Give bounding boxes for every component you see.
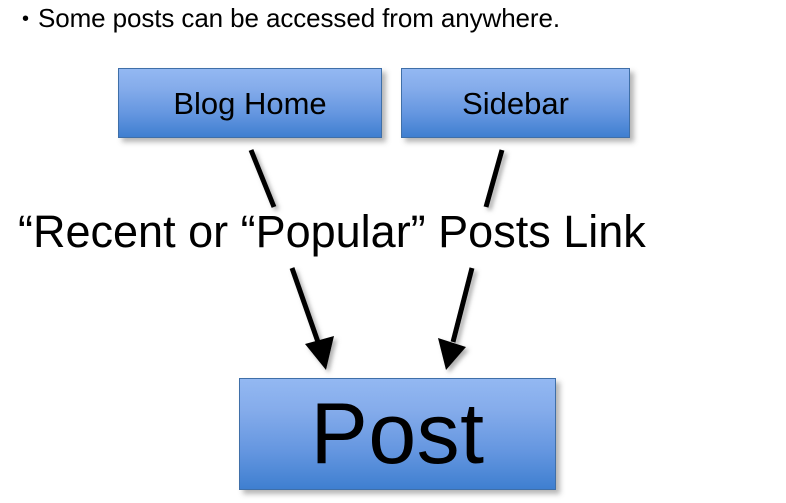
caption-recent-or-popular-posts-link: “Recent or “Popular” Posts Link: [18, 206, 646, 257]
node-sidebar-label: Sidebar: [462, 85, 569, 121]
arrow-sidebar-to-post-upper-segment: [483, 149, 505, 208]
arrow-sidebar-to-post-head: [438, 338, 466, 370]
arrow-blog-home-to-post-upper-segment: [248, 149, 277, 208]
arrow-sidebar-to-post: [438, 149, 505, 370]
node-sidebar[interactable]: Sidebar: [401, 68, 630, 138]
arrow-blog-home-to-post-head: [305, 336, 334, 370]
arrow-blog-home-to-post: [248, 149, 334, 370]
arrow-sidebar-to-post-lower-segment: [450, 267, 475, 343]
node-blog-home[interactable]: Blog Home: [118, 68, 382, 138]
node-post-label: Post: [310, 386, 485, 482]
arrow-blog-home-to-post-lower-segment: [289, 267, 321, 343]
node-post[interactable]: Post: [239, 378, 556, 490]
bullet-text: Some posts can be accessed from anywhere…: [38, 3, 560, 33]
bullet-line: • Some posts can be accessed from anywhe…: [22, 4, 782, 33]
node-blog-home-label: Blog Home: [173, 85, 327, 121]
bullet-point-icon: •: [22, 8, 30, 30]
